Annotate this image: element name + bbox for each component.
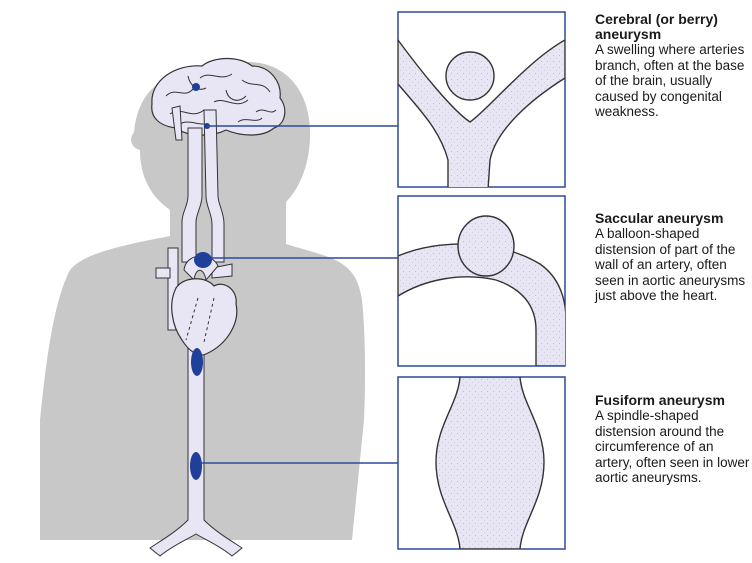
saccular-aneurysm-marker [194, 252, 212, 268]
fusiform-aneurysm-marker [190, 452, 202, 480]
cerebral-aneurysm-text: A swelling where arteries branch, often … [595, 42, 752, 120]
cerebral-aneurysm-title: Cerebral (or berry) aneurysm [595, 12, 752, 42]
upper-fusiform-marker [191, 348, 203, 376]
cerebral-detail-panel [398, 12, 565, 190]
fusiform-aneurysm-title: Fusiform aneurysm [595, 393, 752, 408]
saccular-aneurysm-title: Saccular aneurysm [595, 211, 752, 226]
cerebral-aneurysm-caption: Cerebral (or berry) aneurysm A swelling … [595, 12, 752, 120]
saccular-aneurysm-text: A balloon-shaped distension of part of t… [595, 226, 752, 304]
fusiform-aneurysm-caption: Fusiform aneurysm A spindle-shaped diste… [595, 393, 752, 486]
saccular-aneurysm-caption: Saccular aneurysm A balloon-shaped diste… [595, 211, 752, 304]
cerebral-aneurysm-marker [192, 83, 200, 91]
fusiform-detail-panel [398, 377, 565, 549]
brain-illustration [152, 59, 285, 136]
saccular-detail-panel [398, 196, 566, 366]
fusiform-aneurysm-text: A spindle-shaped distension around the c… [595, 408, 752, 486]
